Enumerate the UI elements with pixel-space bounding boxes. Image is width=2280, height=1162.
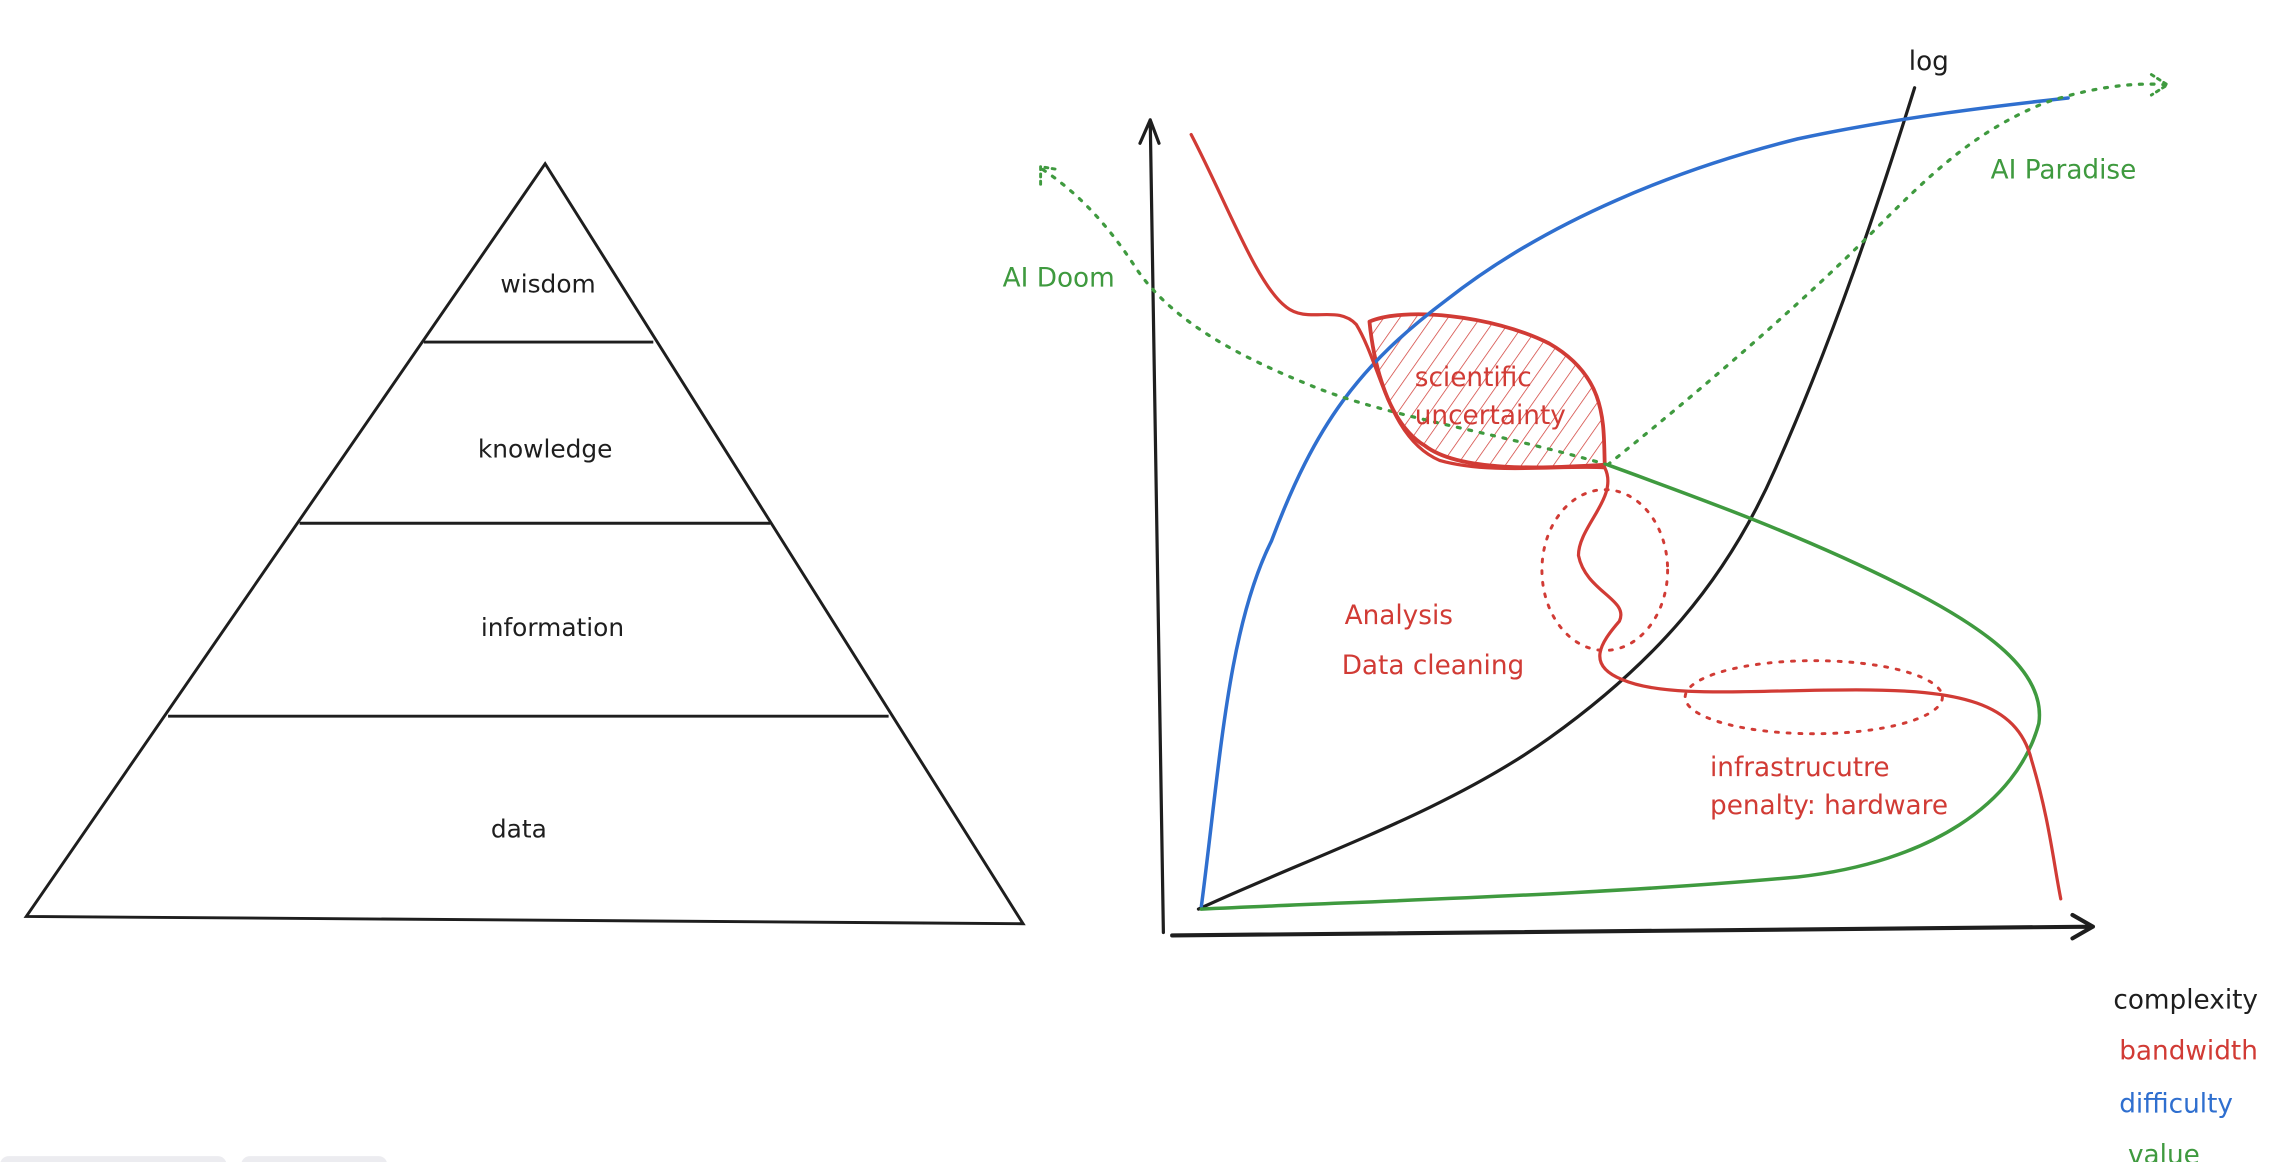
- complexity-curve: [1196, 86, 1917, 911]
- dikw-pyramid: wisdom knowledge information data: [23, 161, 1026, 926]
- legend-complexity: complexity: [2113, 986, 2258, 1016]
- analysis-label: Analysis: [1345, 601, 1453, 631]
- ai-doom-trajectory: [1039, 166, 1610, 467]
- ai-paradise-label: AI Paradise: [1991, 155, 2137, 185]
- pyramid-level-information: information: [481, 613, 624, 642]
- pyramid-outline: [23, 161, 1026, 926]
- uncertainty-label: uncertainty: [1415, 401, 1566, 431]
- y-axis: [1138, 118, 1165, 935]
- scientific-label: scientific: [1415, 363, 1532, 393]
- data-cleaning-label: Data cleaning: [1342, 651, 1525, 681]
- legend-difficulty: difficulty: [2119, 1089, 2233, 1119]
- legend-value: value: [2128, 1140, 2200, 1162]
- dotted-circle-analysis: [1540, 488, 1670, 652]
- legend: complexity bandwidth difficulty value: [2113, 986, 2258, 1162]
- sketch-chart: [1039, 73, 2169, 941]
- pyramid-level-wisdom: wisdom: [500, 269, 595, 298]
- difficulty-curve: [1199, 96, 2070, 908]
- ai-paradise-trajectory: [1606, 82, 2168, 467]
- bandwidth-curve: [1189, 132, 2063, 901]
- value-curve: [1199, 463, 2042, 911]
- bottom-tab[interactable]: [0, 1156, 227, 1162]
- ai-paradise-arrowhead: [2149, 73, 2169, 97]
- infrastructure-label: infrastrucutre: [1710, 753, 1890, 783]
- x-axis: [1170, 912, 2095, 941]
- dotted-circle-infra: [1683, 659, 1944, 736]
- penalty-hardware-label: penalty: hardware: [1710, 791, 1948, 821]
- pyramid-level-data: data: [491, 815, 547, 844]
- bottom-tab[interactable]: [241, 1156, 387, 1162]
- legend-bandwidth: bandwidth: [2119, 1037, 2258, 1067]
- log-label: log: [1909, 47, 1949, 77]
- ai-doom-label: AI Doom: [1003, 264, 1115, 294]
- pyramid-level-knowledge: knowledge: [478, 435, 613, 464]
